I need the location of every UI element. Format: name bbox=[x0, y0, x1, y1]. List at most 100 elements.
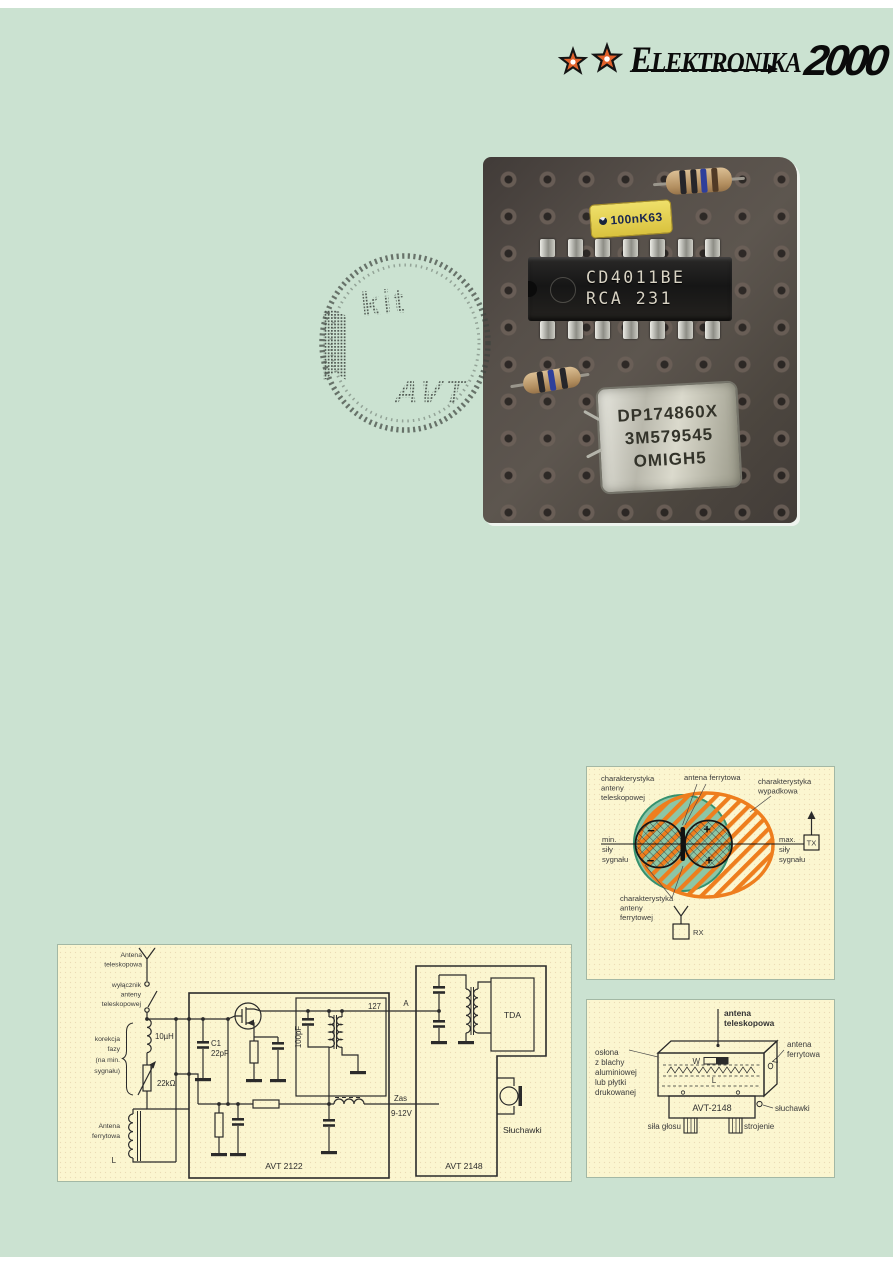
label-antena-ferrytowa: ferrytowa bbox=[787, 1050, 820, 1059]
star-icon bbox=[590, 41, 624, 73]
ferrite-coil-winding bbox=[666, 1066, 756, 1074]
volume-knob bbox=[683, 1117, 698, 1134]
ferrite-rod-end bbox=[767, 1062, 774, 1070]
label-avt2122: AVT 2122 bbox=[265, 1161, 303, 1171]
crystal-marking-line3: OMIGH5 bbox=[633, 448, 708, 471]
tx-label: TX bbox=[807, 839, 817, 848]
c100-capacitor bbox=[302, 1011, 329, 1048]
resistor-band bbox=[547, 369, 557, 392]
label-antena-teleskopowa: antena bbox=[724, 1008, 751, 1018]
label-10uH: 10µH bbox=[155, 1032, 174, 1041]
watermark-word-top: kit bbox=[359, 282, 408, 325]
label-telescopic: anteny bbox=[601, 784, 624, 793]
label-127: 127 bbox=[368, 1002, 381, 1011]
label-coil-l: L bbox=[712, 1076, 717, 1085]
logo-stars bbox=[557, 41, 624, 75]
ic-pin bbox=[622, 239, 638, 257]
ic-pins-bottom bbox=[528, 321, 732, 339]
label-antena-ferrytowa: ferrytowa bbox=[92, 1133, 120, 1140]
radiation-pattern-diagram: − − + + TX RX c bbox=[586, 766, 835, 980]
source-network bbox=[246, 1036, 286, 1083]
label-strojenie: strojenie bbox=[744, 1122, 775, 1131]
label-max: siły bbox=[779, 845, 790, 854]
resistor-body bbox=[665, 166, 733, 196]
osc127-box bbox=[295, 997, 387, 1097]
ic-pin bbox=[540, 239, 555, 257]
star-icon bbox=[557, 46, 589, 75]
label-resultant: charakterystyka bbox=[758, 777, 812, 786]
label-antena-teleskopowa: Antena bbox=[120, 952, 142, 959]
label-switch-w: W bbox=[692, 1057, 700, 1066]
ic-pin bbox=[677, 321, 693, 339]
tuning-knob bbox=[728, 1117, 743, 1134]
plus-sign: + bbox=[703, 822, 711, 837]
circuit-schematic: Antena teleskopowa wyłącznik anteny tele… bbox=[57, 944, 572, 1182]
label-coil-l: L bbox=[112, 1156, 117, 1165]
brace bbox=[121, 1022, 134, 1096]
label-korekcja: sygnału) bbox=[94, 1068, 120, 1075]
junction-dots bbox=[145, 1009, 441, 1106]
bottom-rc-network bbox=[211, 1104, 337, 1157]
logo-arrow-icon bbox=[632, 64, 778, 74]
label-oslona: lub płytki bbox=[595, 1078, 626, 1087]
label-zas-voltage: 9-12V bbox=[391, 1109, 413, 1118]
watermark-inner-circle bbox=[329, 263, 481, 423]
gate-wire bbox=[189, 1015, 242, 1020]
ic-pin bbox=[650, 321, 665, 339]
label-resultant: wypadkowa bbox=[757, 787, 798, 796]
ic-pin bbox=[705, 239, 720, 257]
watermark-circle bbox=[319, 253, 491, 433]
label-node-a: A bbox=[403, 999, 409, 1008]
label-ferrite-antenna: antena ferrytowa bbox=[684, 773, 741, 782]
label-antena-teleskopowa: teleskopowa bbox=[104, 962, 142, 969]
label-sila-glosu: siła głosu bbox=[648, 1122, 681, 1131]
label-korekcja: korekcja bbox=[95, 1036, 121, 1043]
label-oslona: drukowanej bbox=[595, 1088, 636, 1097]
label-oslona: aluminiowej bbox=[595, 1068, 637, 1077]
logo-brand-year: 2000 bbox=[801, 36, 888, 85]
label-wylacznik: teleskopowej bbox=[102, 1001, 142, 1008]
rx-receiver: RX bbox=[672, 905, 704, 940]
avt2148-box bbox=[415, 965, 547, 1177]
label-ferrite-char: ferrytowej bbox=[620, 913, 653, 922]
label-telescopic: teleskopowej bbox=[601, 793, 645, 802]
resistor-band bbox=[711, 167, 719, 193]
telescopic-antenna-symbol bbox=[138, 947, 156, 981]
label-max: sygnału bbox=[779, 855, 805, 864]
ferrite-antenna-coil bbox=[128, 1108, 176, 1163]
page-bottom-margin bbox=[0, 1257, 893, 1263]
label-sluchawki: słuchawki bbox=[775, 1104, 810, 1113]
ic-body: CD4011BE RCA 231 bbox=[528, 257, 732, 321]
label-telescopic: charakterystyka bbox=[601, 774, 655, 783]
transistor bbox=[234, 1002, 262, 1037]
label-c1: C1 bbox=[211, 1039, 221, 1048]
capacitor-brand-icon bbox=[599, 216, 608, 226]
potentiometer-22k bbox=[137, 1061, 156, 1096]
label-korekcja: (na min. bbox=[95, 1057, 120, 1064]
label-korekcja: fazy bbox=[108, 1046, 121, 1053]
label-sluchawki: Słuchawki bbox=[503, 1125, 542, 1135]
minus-sign: − bbox=[647, 823, 655, 838]
device-labels: antena teleskopowa antena ferrytowa osło… bbox=[595, 1008, 820, 1131]
ic-cd4011: CD4011BE RCA 231 bbox=[528, 239, 732, 343]
avt2122-box bbox=[188, 992, 390, 1179]
supply-rail bbox=[198, 1097, 439, 1109]
ic-pin bbox=[622, 321, 638, 339]
label-model: AVT-2148 bbox=[692, 1103, 731, 1113]
input-cap-stack bbox=[431, 974, 467, 1045]
minus-sign: − bbox=[647, 853, 655, 868]
screw bbox=[680, 1090, 686, 1095]
ic-pins-top bbox=[528, 239, 732, 257]
label-oslona: osłona bbox=[595, 1048, 619, 1057]
label-avt2148: AVT 2148 bbox=[445, 1161, 483, 1171]
pointer-lines bbox=[644, 783, 772, 899]
ic-pin bbox=[567, 321, 583, 339]
ic-pin bbox=[650, 239, 665, 257]
capacitor-yellow: 100nK63 bbox=[588, 199, 674, 239]
logo-text: ELEKTRONIKA 2000 bbox=[630, 37, 888, 85]
ic-pin bbox=[595, 239, 610, 257]
label-tda: TDA bbox=[504, 1010, 521, 1020]
label-min: min. bbox=[602, 835, 616, 844]
kit-avt-watermark: kit AVT bbox=[315, 250, 500, 445]
